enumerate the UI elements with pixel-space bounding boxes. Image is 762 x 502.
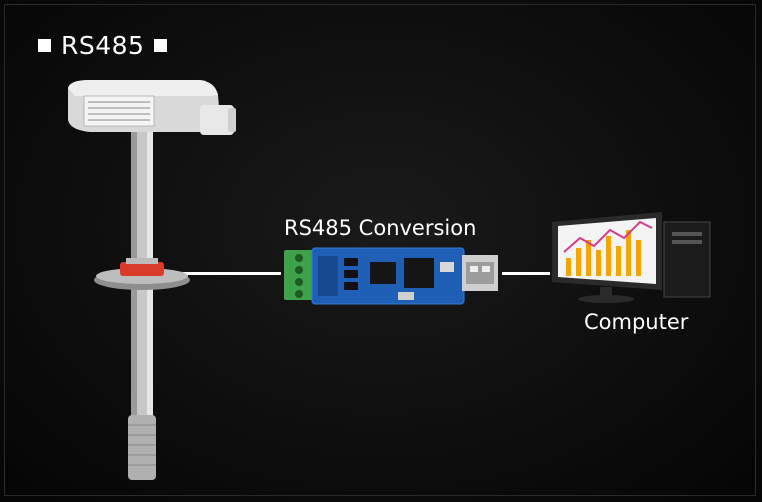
connector-line-computer <box>502 272 550 275</box>
square-bullet-icon <box>154 38 168 52</box>
conversion-label: RS485 Conversion <box>284 216 477 240</box>
square-bullet-icon <box>38 38 51 52</box>
desktop-computer-icon <box>552 212 711 303</box>
computer-label: Computer <box>584 310 689 334</box>
page-title: RS485 <box>38 28 168 62</box>
connector-line-sensor <box>183 272 281 275</box>
sensor-probe-icon <box>68 80 236 480</box>
title-text: RS485 <box>61 30 145 60</box>
usb-converter-icon <box>284 247 498 305</box>
